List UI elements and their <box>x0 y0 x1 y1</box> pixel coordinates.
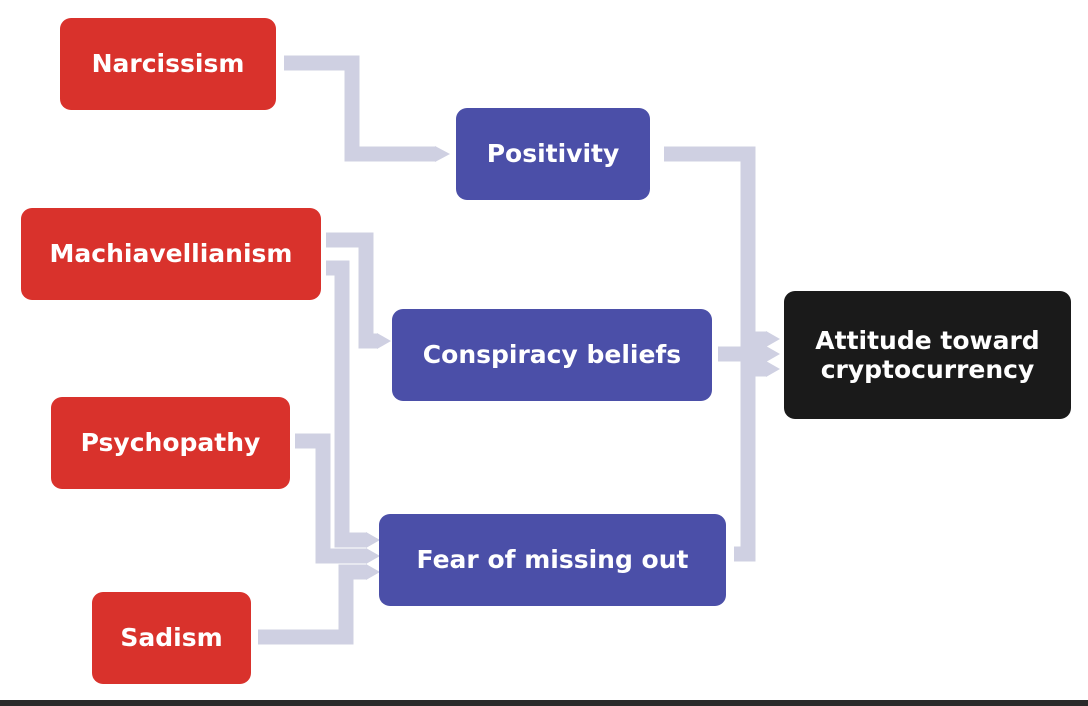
arrowhead-outcome-middle <box>766 346 780 362</box>
arrowhead-conspiracy <box>377 333 391 349</box>
node-attitude-label: Attitude toward cryptocurrency <box>815 325 1040 385</box>
node-fear-of-missing-out-label: Fear of missing out <box>416 545 689 575</box>
connector-fomo-outcome <box>734 361 766 562</box>
bottom-border <box>0 700 1088 706</box>
node-sadism-label: Sadism <box>120 623 223 653</box>
connector-machiavellianism-conspiracy <box>326 232 377 349</box>
arrowhead-outcome-bottom <box>766 361 780 377</box>
node-attitude-toward-cryptocurrency: Attitude toward cryptocurrency <box>784 291 1071 419</box>
arrowhead-outcome-top <box>766 331 780 347</box>
node-fear-of-missing-out: Fear of missing out <box>379 514 726 606</box>
node-narcissism: Narcissism <box>60 18 276 110</box>
arrowhead-fomo-middle <box>366 548 380 564</box>
node-positivity-label: Positivity <box>486 139 620 169</box>
node-sadism: Sadism <box>92 592 251 684</box>
arrowhead-positivity <box>435 146 450 162</box>
node-conspiracy-beliefs: Conspiracy beliefs <box>392 309 712 401</box>
connector-positivity-outcome <box>664 146 766 347</box>
arrowhead-fomo-bottom <box>366 564 380 580</box>
connector-machiavellianism-fomo <box>326 260 366 548</box>
connector-sadism-fomo <box>258 564 366 645</box>
node-narcissism-label: Narcissism <box>91 49 245 79</box>
node-machiavellianism: Machiavellianism <box>21 208 321 300</box>
node-conspiracy-beliefs-label: Conspiracy beliefs <box>422 340 682 370</box>
node-positivity: Positivity <box>456 108 650 200</box>
node-psychopathy-label: Psychopathy <box>80 428 261 458</box>
connector-psychopathy-fomo <box>295 433 366 564</box>
connector-narcissism-positivity <box>284 55 435 162</box>
node-psychopathy: Psychopathy <box>51 397 290 489</box>
node-machiavellianism-label: Machiavellianism <box>49 239 293 269</box>
arrowhead-fomo-top <box>366 532 380 548</box>
